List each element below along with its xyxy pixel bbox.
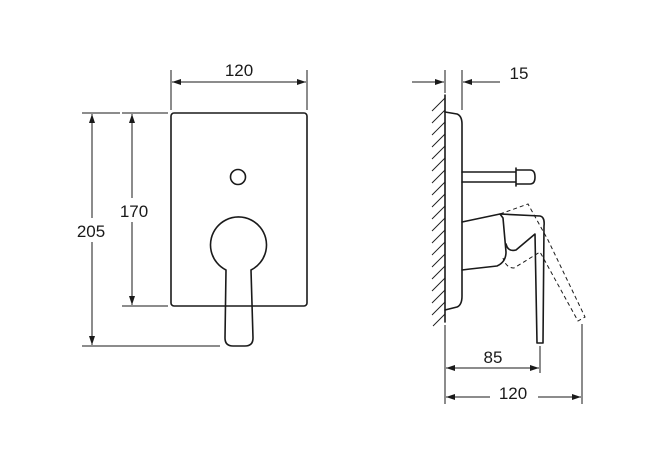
lever-alt-position: [499, 203, 586, 322]
front-inner-height-dimension: 170: [113, 112, 168, 307]
side-depth-dimension: 15: [412, 64, 528, 110]
side-overall-depth-dimension: 120: [446, 324, 583, 404]
lever-arm: [499, 213, 545, 344]
front-width-dimension: 120: [170, 61, 308, 110]
lever-body: [461, 213, 507, 271]
plate-profile: [444, 111, 463, 311]
diverter-stem: [461, 167, 536, 187]
side-depth-label: 15: [510, 64, 529, 83]
side-view: [431, 94, 586, 344]
diverter-knob: [229, 168, 247, 186]
side-overall-depth-label: 120: [499, 384, 527, 403]
side-reach-label: 85: [484, 348, 503, 367]
front-width-label: 120: [225, 61, 253, 80]
front-view: [170, 112, 308, 347]
lever-handle: [209, 216, 268, 347]
cover-plate: [170, 112, 308, 307]
wall-hatch: [431, 97, 446, 327]
front-inner-height-label: 170: [120, 202, 148, 221]
side-reach-dimension: 85: [444, 325, 541, 404]
front-overall-height-label: 205: [77, 222, 105, 241]
front-overall-height-dimension: 205: [68, 112, 220, 347]
